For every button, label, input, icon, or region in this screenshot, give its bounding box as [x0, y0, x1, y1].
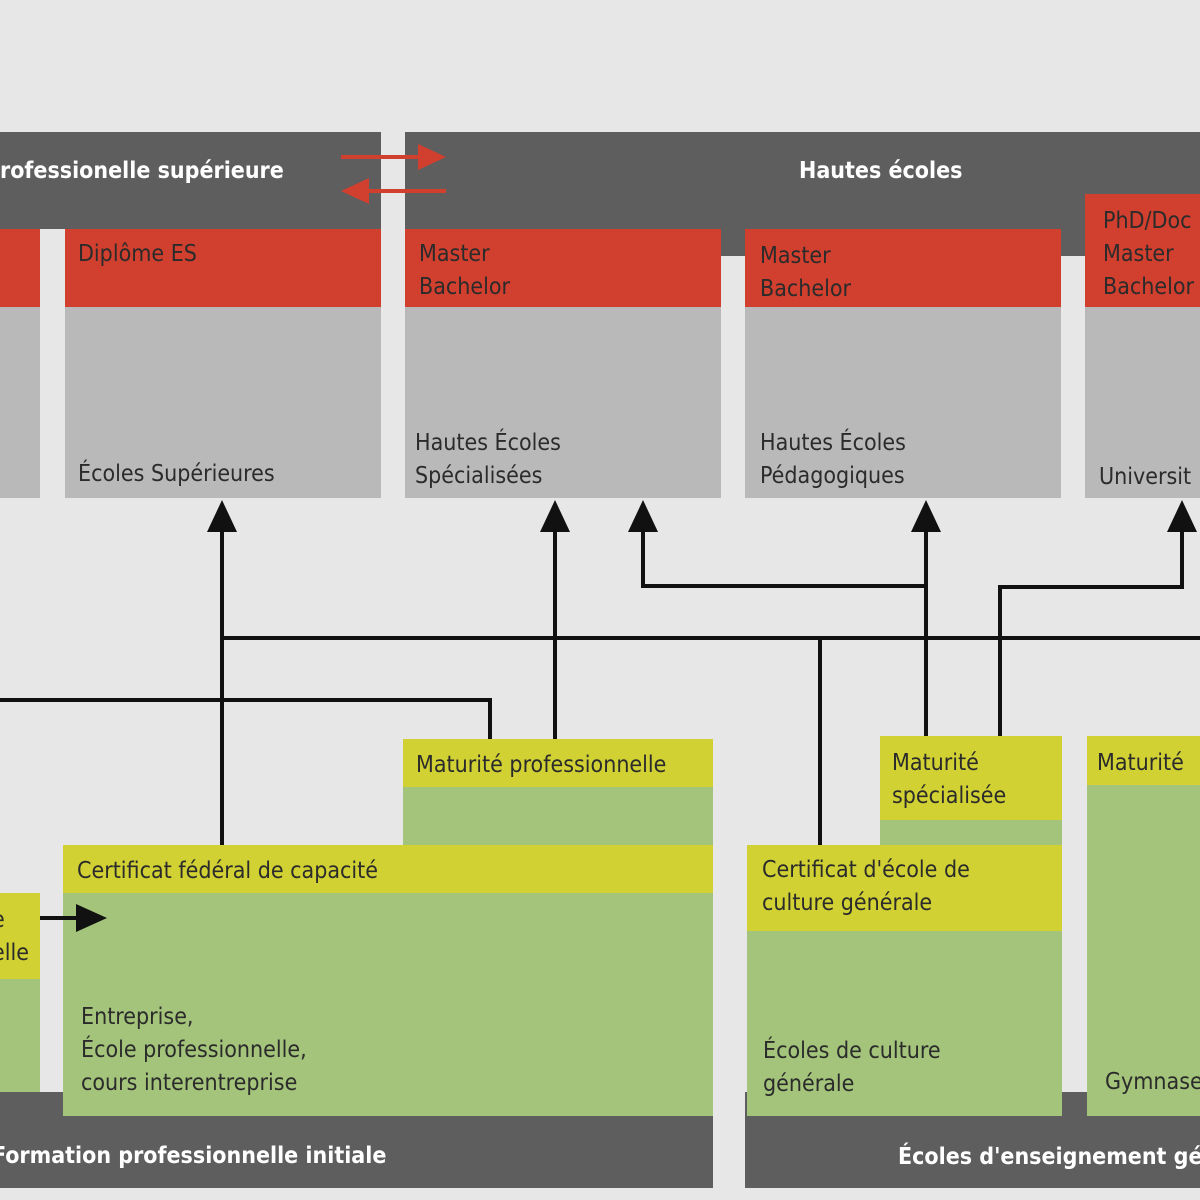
- school-uni-label: Universit: [1099, 464, 1192, 490]
- diploma-uni-label: PhD/Doc Master Bachelor: [1103, 208, 1195, 300]
- certificate-left-partial-text: e elle: [0, 907, 29, 966]
- maturity-pro-base: [403, 787, 713, 845]
- training-ecg-label: Écoles de culture générale: [763, 1038, 941, 1097]
- school-hes-box: [405, 307, 721, 498]
- maturity-spec-box: [880, 736, 1062, 820]
- training-cfc-label: Entreprise, École professionnelle, cours…: [81, 1004, 307, 1096]
- band-higher-vocational-label: rofessionelle supérieure: [0, 158, 284, 184]
- training-gym-box: [1087, 785, 1200, 1116]
- diploma-hes-label: Master Bachelor: [419, 241, 511, 300]
- school-left-partial: [0, 307, 40, 498]
- school-es-box: [65, 307, 381, 498]
- school-hep-box: [745, 307, 1061, 498]
- maturity-spec-base: [880, 820, 1062, 845]
- diploma-hep-box: [745, 229, 1061, 307]
- maturity-pro-label: Maturité professionnelle: [416, 752, 667, 778]
- certificate-left-partial: [0, 893, 40, 979]
- maturity-gym-label: Maturité: [1097, 750, 1184, 776]
- ecg-certificate-box: [747, 845, 1062, 931]
- diploma-es-label: Diplôme ES: [78, 241, 197, 267]
- maturity-gym-box: [1087, 736, 1200, 785]
- arrowhead-uni: [1167, 500, 1197, 532]
- maturity-pro-box: [403, 739, 713, 787]
- cfc-box: [63, 845, 713, 893]
- school-uni-box: [1085, 307, 1200, 498]
- red-arrowhead-left: [341, 178, 369, 204]
- arrowhead-hes-a: [540, 500, 570, 532]
- band-higher-vocational: [0, 132, 381, 229]
- arrowhead-es: [207, 500, 237, 532]
- school-es-label: Écoles Supérieures: [78, 461, 275, 487]
- line-left-to-matpro: [0, 698, 492, 739]
- school-hes-label: Hautes Écoles Spécialisées: [415, 430, 561, 489]
- red-arrowhead-right: [418, 144, 446, 170]
- training-gym-label: Gymnase: [1105, 1069, 1200, 1095]
- band-universities-label: Hautes écoles: [799, 158, 963, 184]
- diploma-es-box: [65, 229, 381, 307]
- arrowhead-left-cert: [76, 904, 107, 932]
- band-initial-vocational-label: Formation professionnelle initiale: [0, 1143, 387, 1169]
- diploma-hep-label: Master Bachelor: [760, 243, 852, 302]
- ecg-certificate-label: Certificat d'école de culture générale: [762, 857, 970, 916]
- line-matspec-to-uni: [998, 530, 1184, 736]
- line-matspec-to-hes: [641, 530, 928, 736]
- maturity-spec-label: Maturité spécialisée: [892, 750, 1007, 809]
- diploma-uni-box: [1085, 194, 1200, 307]
- cfc-label: Certificat fédéral de capacité: [77, 858, 378, 884]
- training-left-partial: [0, 979, 40, 1092]
- arrowhead-hep: [911, 500, 941, 532]
- diploma-left-partial: [0, 229, 40, 307]
- school-hep-label: Hautes Écoles Pédagogiques: [760, 430, 906, 489]
- band-general-education-label: Écoles d'enseignement gé: [898, 1144, 1200, 1170]
- diploma-hes-box: [405, 229, 721, 307]
- arrowhead-hes-b: [628, 500, 658, 532]
